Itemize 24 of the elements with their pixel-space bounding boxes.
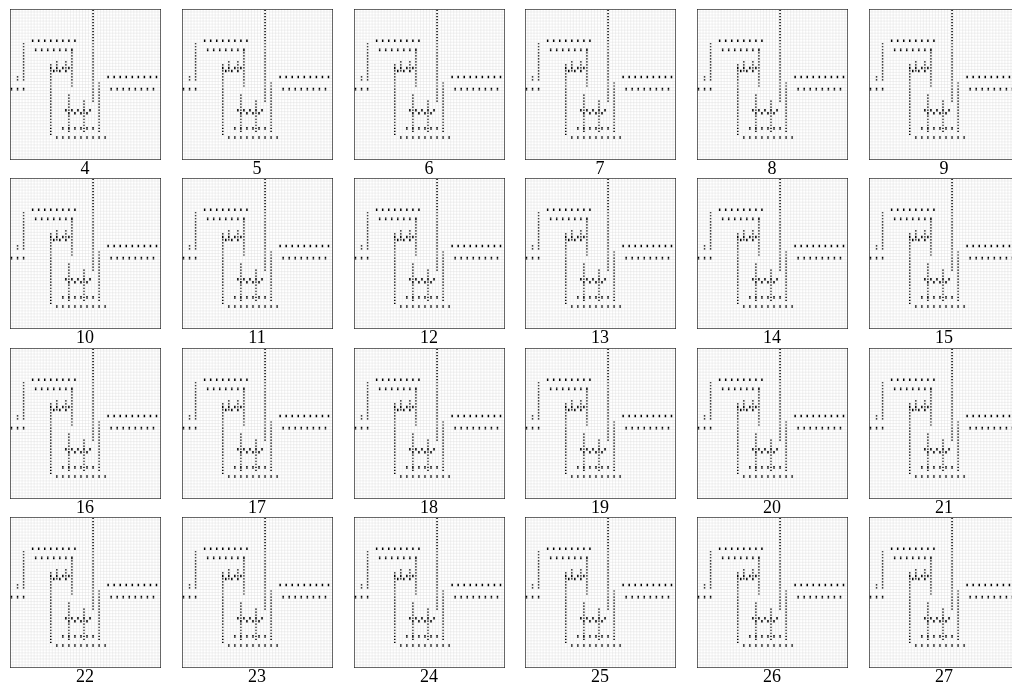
panel-number: 8 <box>766 159 778 177</box>
panel-number: 16 <box>75 498 95 516</box>
panel-number: 21 <box>934 498 954 516</box>
panel-number: 23 <box>247 667 267 685</box>
panel-number: 7 <box>594 159 606 177</box>
panel-number: 26 <box>762 667 782 685</box>
panel-number: 12 <box>419 328 439 346</box>
panel-number: 4 <box>79 159 91 177</box>
panel-number: 15 <box>934 328 954 346</box>
panel-number: 14 <box>762 328 782 346</box>
panel-number: 19 <box>590 498 610 516</box>
panel-number: 13 <box>590 328 610 346</box>
panel-number: 17 <box>247 498 267 516</box>
panel-number: 27 <box>934 667 954 685</box>
panel-number: 11 <box>247 328 267 346</box>
panel-number: 20 <box>762 498 782 516</box>
panel-number: 10 <box>75 328 95 346</box>
panel-number: 18 <box>419 498 439 516</box>
panel-number: 25 <box>590 667 610 685</box>
panel-number: 6 <box>423 159 435 177</box>
panel-number: 5 <box>251 159 263 177</box>
panel-number: 22 <box>75 667 95 685</box>
panel-number: 24 <box>419 667 439 685</box>
panel-number: 9 <box>938 159 950 177</box>
